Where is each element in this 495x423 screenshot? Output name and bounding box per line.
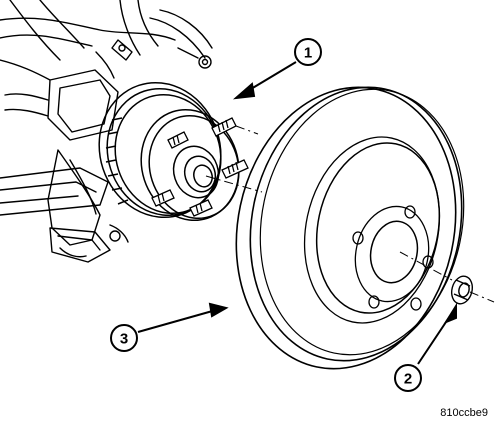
alignment-lines	[205, 125, 495, 303]
callout-3-label: 3	[120, 331, 128, 348]
lug-hole	[368, 295, 380, 309]
lug-hole	[422, 255, 434, 269]
suspension-knuckle	[0, 0, 213, 263]
callout-1: 1	[294, 38, 322, 66]
callout-2: 2	[394, 364, 422, 392]
figure-code: 810ccbe9	[440, 407, 488, 419]
wheel-studs	[151, 117, 249, 217]
wheel-stud	[167, 131, 189, 149]
lug-hole	[410, 297, 422, 311]
callout-3: 3	[110, 324, 138, 352]
callout-1-label: 1	[304, 45, 312, 62]
stud-alignment-line	[235, 125, 259, 135]
wheel-stud	[151, 189, 175, 207]
nut-center-line	[469, 291, 495, 303]
leader-arrow-3	[137, 302, 229, 333]
brake-rotor	[235, 86, 465, 370]
leader-arrow-2	[417, 302, 457, 365]
lug-hole	[352, 231, 364, 245]
hub-bearing	[98, 81, 240, 222]
leader-arrow-1	[232, 61, 297, 100]
leader-arrows	[137, 61, 457, 365]
wheel-stud	[221, 159, 249, 179]
wheel-stud	[189, 199, 213, 217]
callout-2-label: 2	[404, 371, 412, 388]
lug-hole	[404, 205, 416, 219]
retainer-nut	[450, 275, 474, 305]
